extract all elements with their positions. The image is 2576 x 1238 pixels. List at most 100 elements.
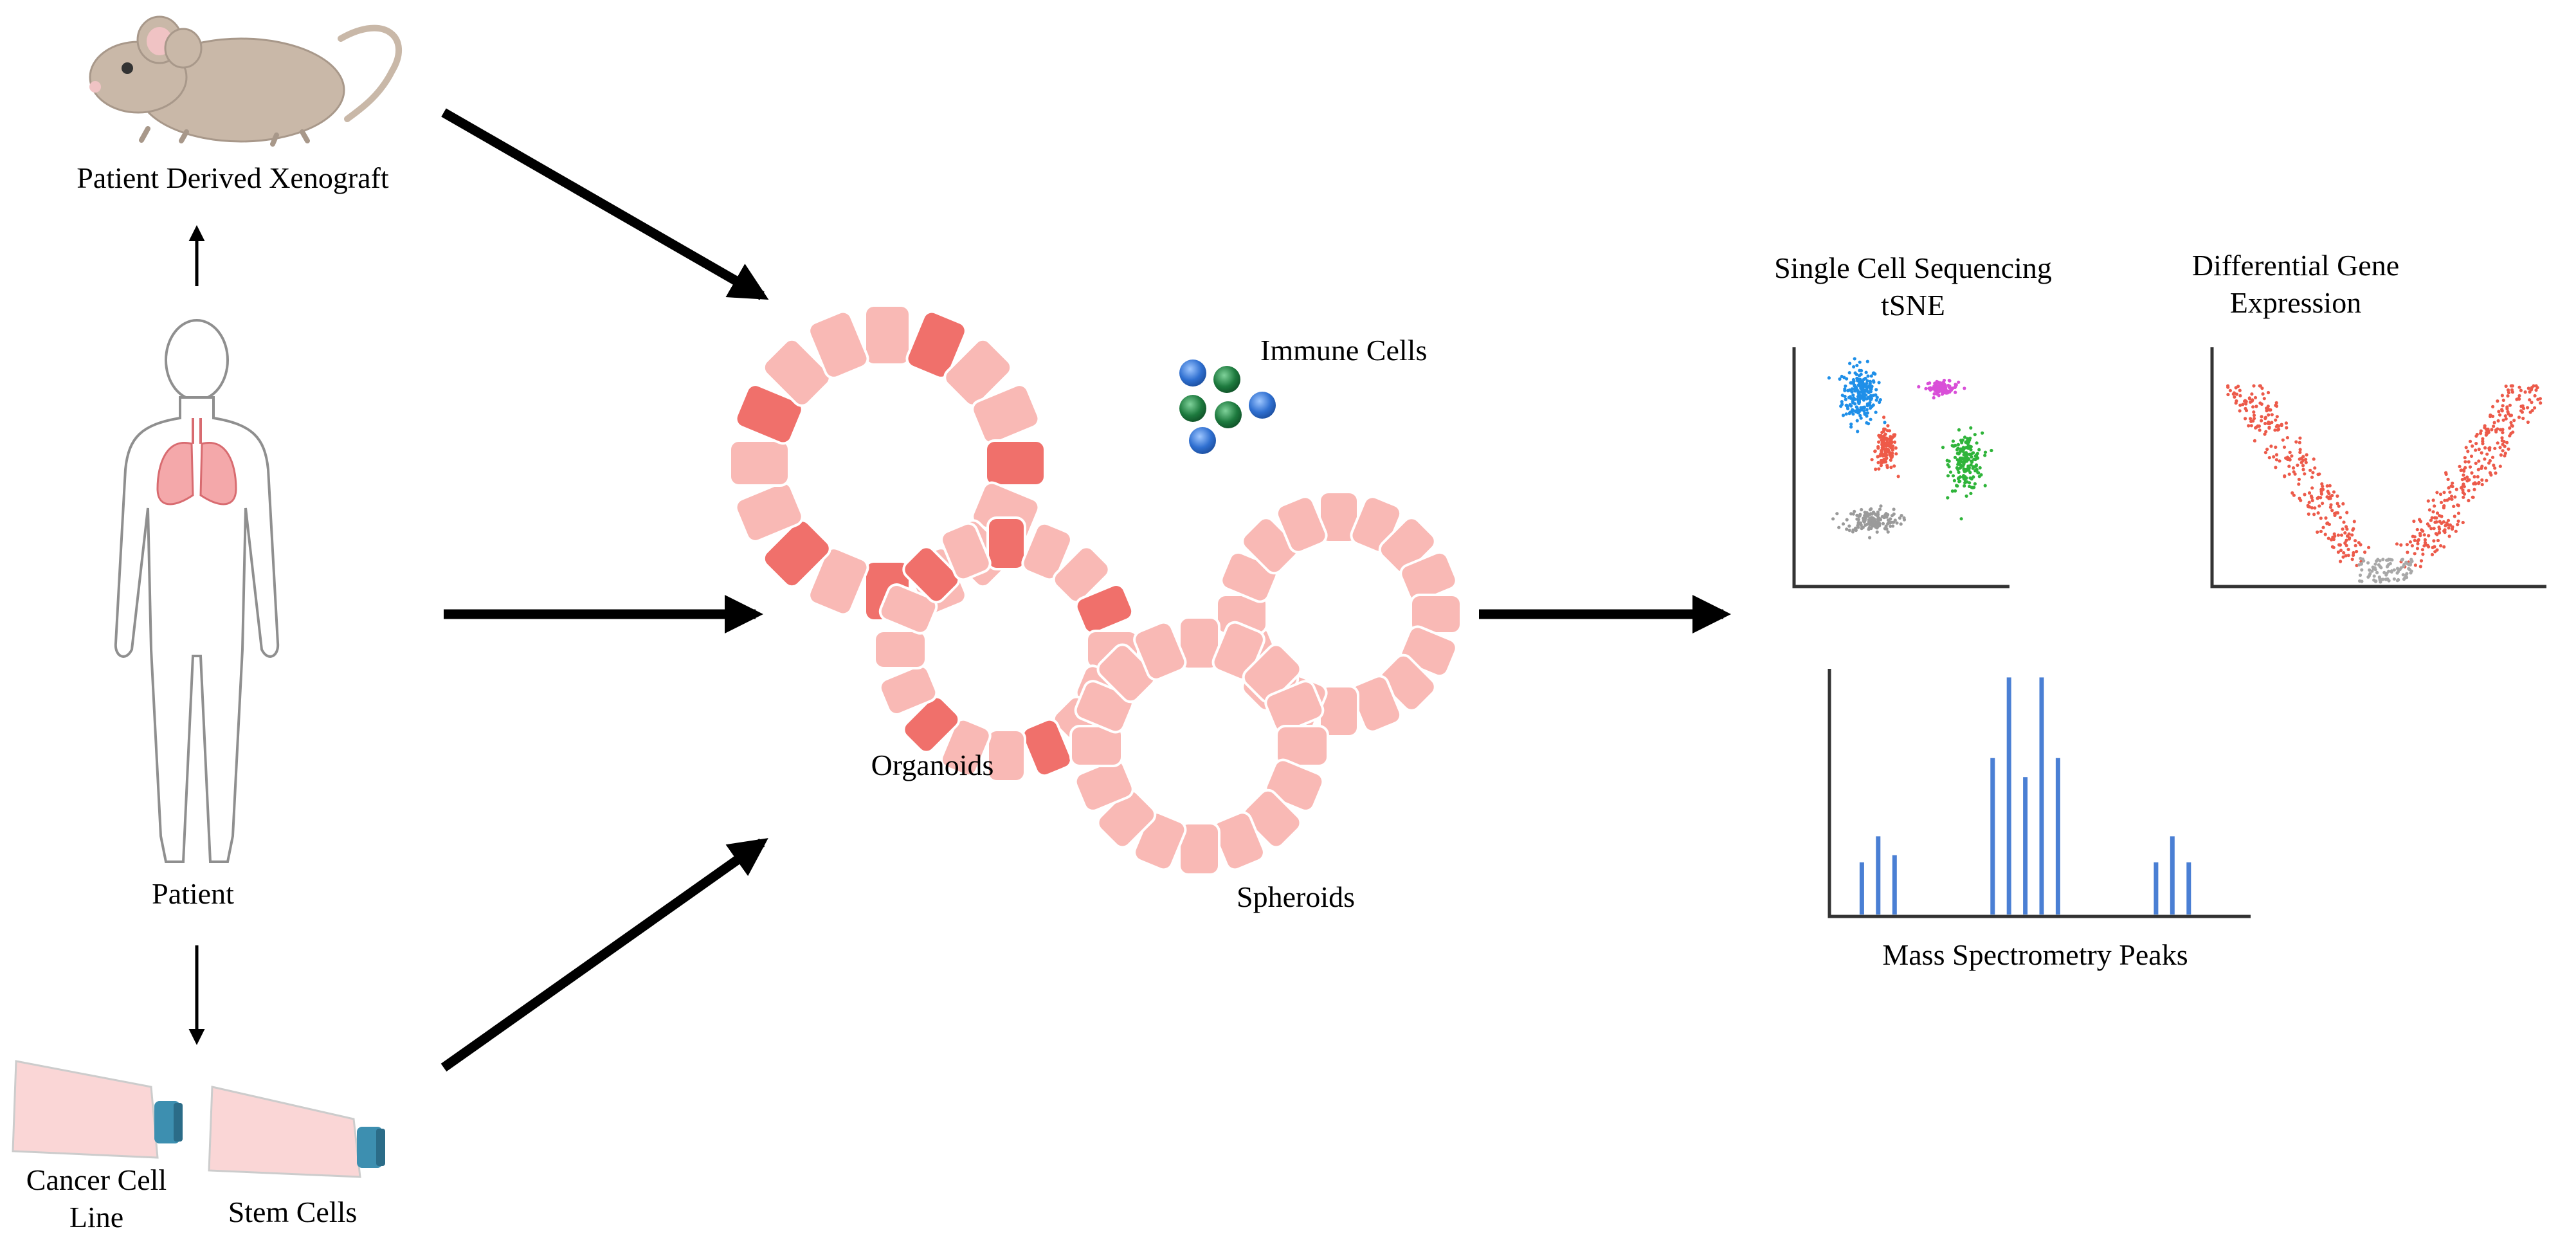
tsne-point [1850, 390, 1854, 394]
tsne-point [1885, 515, 1889, 519]
volcano-point [2480, 482, 2484, 487]
volcano-point [2472, 475, 2476, 478]
volcano-point [2433, 545, 2436, 549]
tsne-point [1879, 452, 1883, 456]
tsne-point [1865, 397, 1869, 401]
volcano-point [2344, 554, 2348, 558]
volcano-point [2406, 551, 2409, 554]
volcano-point [2307, 500, 2311, 504]
volcano-point [2474, 461, 2478, 466]
tsne-point [1941, 446, 1945, 450]
tsne-point [1874, 388, 1878, 392]
volcano-point [2485, 478, 2489, 482]
tsne-point [1853, 402, 1857, 406]
volcano-point [2423, 538, 2427, 542]
tsne-point [1963, 435, 1967, 439]
tsne-point [1952, 478, 1956, 483]
volcano-point [2396, 570, 2400, 574]
volcano-point [2496, 427, 2499, 431]
volcano-point [2498, 464, 2502, 468]
volcano-point [2337, 504, 2341, 508]
tsne-point [1977, 448, 1981, 451]
volcano-point [2341, 502, 2345, 506]
volcano-point [2440, 500, 2444, 504]
volcano-point [2422, 544, 2426, 548]
volcano-point [2363, 551, 2367, 554]
volcano-point [2244, 417, 2247, 421]
volcano-point [2310, 506, 2314, 510]
volcano-point [2483, 446, 2487, 450]
tsne-point [1849, 425, 1853, 429]
tsne-point [1856, 411, 1860, 415]
tsne-point [1852, 387, 1856, 391]
ring-cell [986, 729, 1026, 783]
tsne-point [1953, 444, 1957, 448]
volcano-point [2483, 466, 2487, 470]
volcano-point [2352, 520, 2356, 523]
volcano-point [2452, 504, 2456, 509]
volcano-point [2467, 489, 2471, 493]
volcano-point [2284, 456, 2288, 460]
tsne-point [1885, 442, 1889, 446]
volcano-point [2297, 482, 2301, 486]
volcano-point [2266, 390, 2271, 395]
tsne-point [1859, 395, 1863, 399]
ring-cell [762, 338, 831, 407]
mass-spec-label: Mass Spectrometry Peaks [1882, 938, 2188, 971]
arrow-pdx-to-organoids [441, 108, 769, 300]
volcano-point [2477, 448, 2481, 451]
volcano-point [2247, 424, 2251, 428]
tsne-cluster [1827, 357, 1887, 433]
tsne-point [1892, 507, 1896, 511]
volcano-down [2226, 384, 2371, 567]
volcano-point [2498, 413, 2502, 417]
tsne-point [1957, 460, 1961, 464]
tsne-point [1880, 446, 1884, 450]
mass-spec-axes [1828, 669, 2251, 918]
volcano-point [2412, 519, 2416, 523]
volcano-point [2526, 420, 2530, 424]
volcano-point [2442, 491, 2446, 495]
ring-cell [1021, 522, 1073, 581]
volcano-point [2446, 477, 2450, 482]
volcano-point [2502, 440, 2506, 444]
tsne-point [1845, 403, 1849, 408]
volcano-point [2226, 384, 2230, 388]
ring-cell [734, 481, 804, 543]
volcano-point [2427, 545, 2431, 549]
volcano-point [2260, 415, 2263, 419]
volcano-point [2328, 496, 2332, 500]
volcano-point [2484, 433, 2488, 437]
volcano-point [2429, 527, 2433, 531]
volcano-point [2303, 493, 2307, 496]
tsne-point [1874, 468, 1878, 471]
volcano-point [2333, 511, 2337, 516]
volcano-point [2379, 566, 2383, 570]
volcano-point [2319, 487, 2323, 491]
tsne-point [1865, 414, 1869, 418]
tsne-point [1870, 458, 1874, 462]
tsne-point [1917, 385, 1921, 389]
volcano-point [2339, 549, 2343, 552]
volcano-point [2301, 464, 2305, 468]
tsne-point [1868, 536, 1872, 540]
tsne-point [1969, 426, 1973, 430]
tsne-point [1963, 484, 1966, 488]
tsne-point [1864, 376, 1867, 380]
volcano-point [2267, 413, 2271, 417]
volcano-point [2269, 444, 2273, 448]
volcano-point [2265, 448, 2269, 451]
volcano-point [2463, 477, 2467, 481]
volcano-point [2539, 401, 2543, 405]
volcano-point [2500, 408, 2504, 412]
volcano-point [2307, 505, 2310, 509]
volcano-point [2439, 544, 2443, 548]
tsne-point [1885, 437, 1889, 441]
tsne-point [1866, 514, 1870, 518]
volcano-point [2485, 452, 2489, 456]
volcano-point [2468, 439, 2472, 444]
volcano-point [2418, 520, 2423, 523]
tsne-point [1891, 451, 1894, 455]
volcano-point [2234, 401, 2238, 405]
ring-cell [1275, 495, 1328, 554]
